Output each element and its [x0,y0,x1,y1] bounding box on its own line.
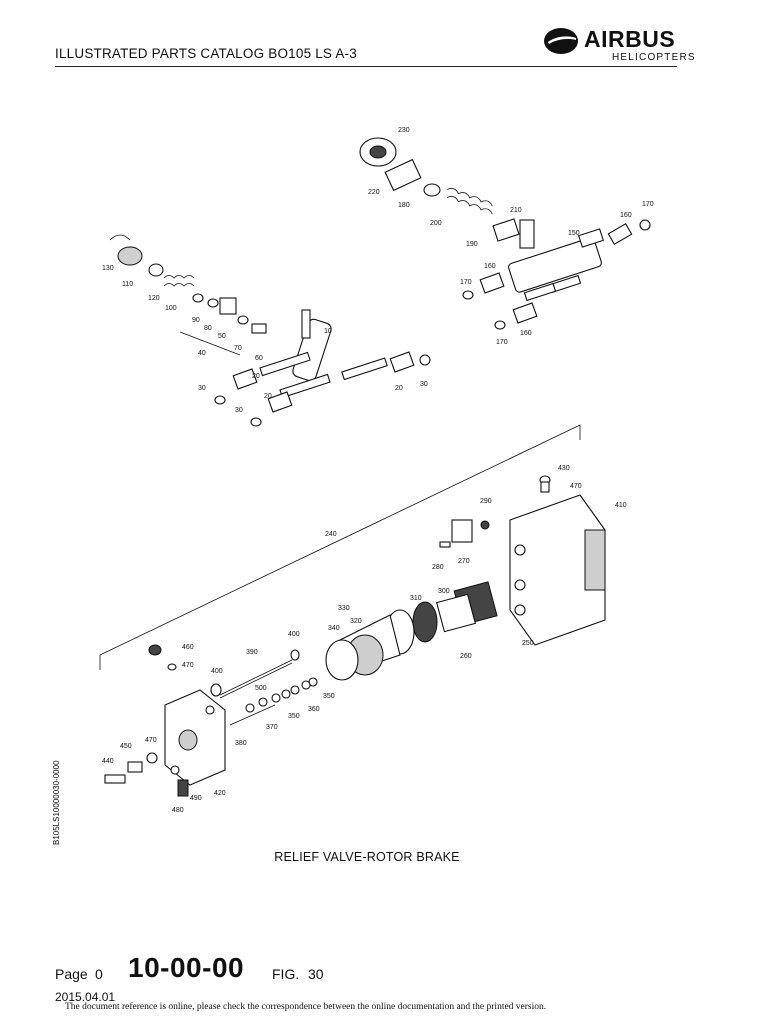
part-callout: 350 [288,713,300,720]
part-callout: 290 [480,498,492,505]
fig-label: FIG. [272,966,300,982]
airbus-logo: AIRBUS HELICOPTERS [542,24,695,68]
page-number: 0 [95,966,103,982]
part-callout: 370 [266,724,278,731]
part-callout: 310 [410,595,422,602]
part-callout: 170 [496,339,508,346]
part-callout: 170 [642,201,654,208]
part-callout: 40 [198,350,206,357]
part-callout: 500 [255,685,267,692]
disclaimer-text: The document reference is online, please… [65,1002,547,1012]
part-callout: 80 [204,325,212,332]
part-callout: 220 [368,189,380,196]
part-callout: 350 [323,693,335,700]
part-callout: 460 [182,644,194,651]
part-callout: 200 [430,220,442,227]
part-callout: 340 [328,625,340,632]
part-callout: 330 [338,605,350,612]
part-callout: 20 [252,373,260,380]
part-callout: 90 [192,317,200,324]
figure-caption: RELIEF VALVE-ROTOR BRAKE [274,850,460,864]
brand-name: AIRBUS [584,26,676,52]
lower-assembly: 240 [99,424,627,814]
header-rule [55,66,677,67]
part-callout: 410 [615,502,627,509]
chapter-number: 10-00-00 [128,952,245,983]
part-callout: 260 [460,653,472,660]
part-callout: 110 [122,281,133,288]
part-callout: 250 [522,640,534,647]
part-callout: 100 [165,305,177,312]
part-callout: 300 [438,588,450,595]
part-callout: 270 [458,558,470,565]
part-callout: 380 [235,740,247,747]
part-callout: 70 [234,345,242,352]
part-callout: 360 [308,706,320,713]
part-callout: 470 [570,483,582,490]
part-callout: 120 [148,295,160,302]
part-callout: 50 [218,333,226,340]
part-callout: 30 [235,407,243,414]
part-callout: 170 [460,279,472,286]
fig-number: 30 [308,966,324,982]
brand-subtitle: HELICOPTERS [612,52,696,63]
airbus-logo-mark-icon [544,28,578,54]
part-callout: 130 [102,265,114,272]
part-callout: 230 [398,127,410,134]
exploded-parts-drawing: 230 220 180 200 190 210 150 160 170 160 … [99,127,654,814]
part-callout: 420 [214,790,226,797]
part-callout: 190 [466,241,478,248]
part-callout: 210 [510,207,522,214]
part-callout: 470 [182,662,194,669]
part-callout: 470 [145,737,157,744]
part-callout: 450 [120,743,132,750]
part-callout: 490 [190,795,202,802]
part-callout: 400 [211,668,223,675]
part-callout: 160 [620,212,632,219]
part-callout: 180 [398,202,410,209]
part-callout: 160 [484,263,496,270]
part-callout: 20 [264,393,272,400]
part-callout: 30 [420,381,428,388]
figure-side-code: B105LS10000030-0000 [52,760,61,845]
upper-assembly: 230 220 180 200 190 210 150 160 170 160 … [102,127,654,427]
part-callout: 400 [288,631,300,638]
part-callout: 440 [102,758,114,765]
document-title: ILLUSTRATED PARTS CATALOG BO105 LS A-3 [55,46,357,61]
revision-date: 2015.04.01 [55,990,116,1004]
part-callout: 430 [558,465,570,472]
page-label: Page [55,966,88,982]
part-callout: 320 [350,618,362,625]
part-callout: 240 [325,531,337,538]
part-callout: 10 [324,328,332,335]
part-callout: 20 [395,385,403,392]
part-callout: 30 [198,385,206,392]
part-callout: 390 [246,649,258,656]
part-callout: 480 [172,807,184,814]
part-callout: 150 [568,230,580,237]
part-callout: 280 [432,564,444,571]
part-callout: 60 [255,355,263,362]
part-callout: 160 [520,330,532,337]
